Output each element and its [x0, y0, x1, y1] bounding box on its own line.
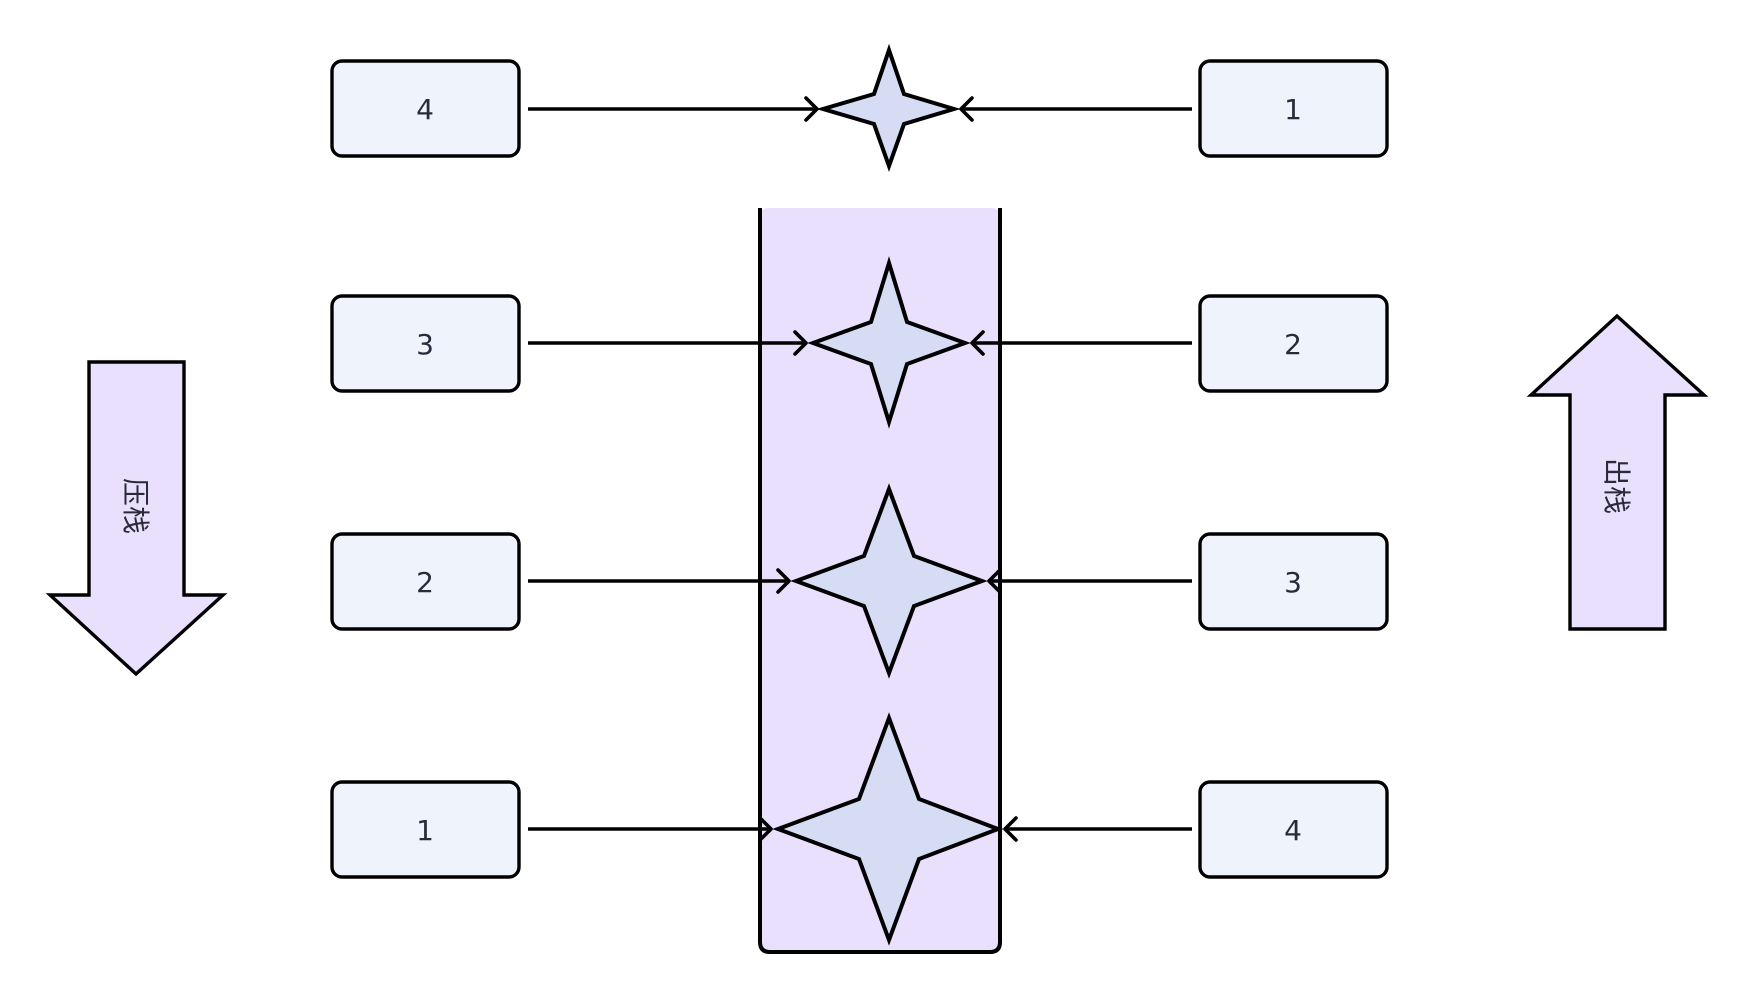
left-box-3-label: 2 — [416, 566, 434, 599]
pop-arrow: 出栈 — [1526, 313, 1709, 631]
right-box-4-rect — [1198, 780, 1389, 879]
star-4 — [772, 712, 1004, 946]
right-box-3-rect — [1198, 532, 1389, 631]
right-box-2-rect — [1198, 294, 1389, 393]
connector-right-3-head — [987, 568, 1002, 594]
connector-left-1 — [528, 96, 819, 122]
right-box-2-label: 2 — [1284, 328, 1302, 361]
right-box-3-label: 3 — [1284, 566, 1302, 599]
push-arrow-label: 压栈 — [119, 478, 152, 534]
left-box-3: 2 — [330, 532, 521, 631]
pop-arrow-shape — [1526, 313, 1709, 631]
connector-right-1 — [959, 96, 1192, 122]
star-3 — [790, 483, 988, 679]
connector-right-1-head — [959, 96, 974, 122]
connector-right-2 — [970, 330, 1192, 356]
left-box-2-rect — [330, 294, 521, 393]
connector-left-2 — [528, 330, 808, 356]
connector-left-3 — [528, 568, 791, 594]
left-box-2: 3 — [330, 294, 521, 393]
connector-left-4-head — [758, 816, 773, 842]
right-box-3: 3 — [1198, 532, 1389, 631]
right-box-1-label: 1 — [1284, 93, 1302, 126]
connector-right-2-head — [970, 330, 985, 356]
left-box-4-rect — [330, 780, 521, 879]
push-arrow-shape — [45, 360, 228, 677]
star-2 — [807, 256, 971, 429]
connector-right-3 — [987, 568, 1192, 594]
left-box-4: 1 — [330, 780, 521, 879]
right-box-2: 2 — [1198, 294, 1389, 393]
star-top — [815, 43, 961, 172]
connector-left-1-head — [804, 96, 819, 122]
left-box-1: 4 — [330, 59, 521, 158]
left-box-1-label: 4 — [416, 93, 434, 126]
right-box-1: 1 — [1198, 59, 1389, 158]
pop-arrow-label: 出栈 — [1600, 458, 1633, 514]
connector-right-4-head — [1003, 816, 1018, 842]
right-box-4: 4 — [1198, 780, 1389, 879]
connector-left-2-head — [793, 330, 808, 356]
left-box-2-label: 3 — [416, 328, 434, 361]
left-box-3-rect — [330, 532, 521, 631]
right-box-1-rect — [1198, 59, 1389, 158]
stack-container-outline — [758, 208, 1002, 954]
connector-right-4 — [1003, 816, 1192, 842]
connector-left-4 — [528, 816, 773, 842]
connector-left-3-head — [776, 568, 791, 594]
left-box-4-label: 1 — [416, 814, 434, 847]
push-arrow: 压栈 — [45, 360, 228, 677]
right-box-4-label: 4 — [1284, 814, 1302, 847]
left-box-1-rect — [330, 59, 521, 158]
